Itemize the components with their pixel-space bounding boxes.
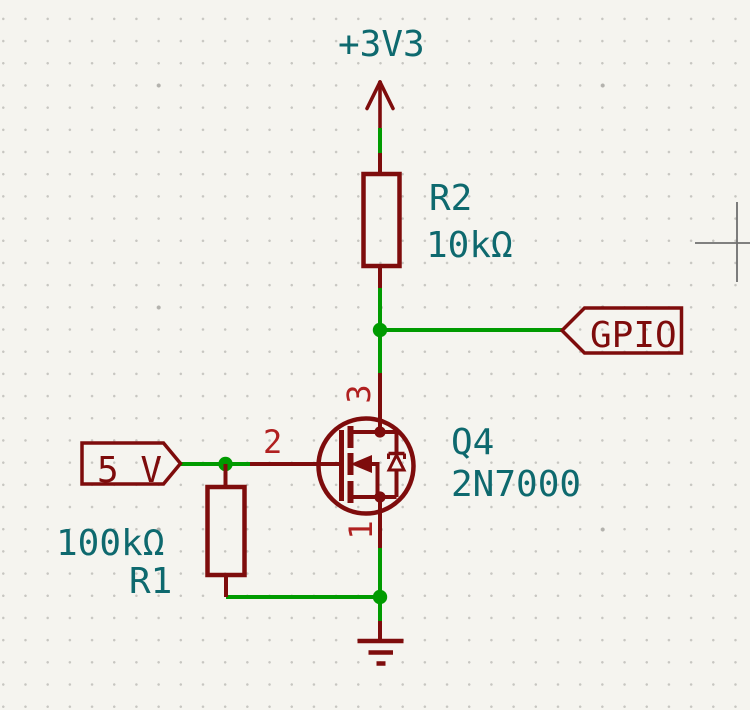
- hier-label-gpio-outline[interactable]: [559, 306, 684, 355]
- crosshair-cursor-icon: [695, 202, 750, 282]
- q4-pin-number-gate: 2: [263, 423, 283, 461]
- r2-reference-label[interactable]: R2: [429, 178, 473, 219]
- power-net-label[interactable]: +3V3: [338, 24, 425, 65]
- wire-segments[interactable]: [180, 128, 563, 621]
- transistor-q4-symbol[interactable]: [250, 373, 416, 548]
- q4-pin-number-drain: 3: [340, 384, 378, 404]
- q4-value-label[interactable]: 2N7000: [451, 464, 582, 505]
- q4-reference-label[interactable]: Q4: [451, 422, 495, 463]
- resistor-r1-symbol[interactable]: [205, 464, 247, 597]
- hier-label-5v-outline[interactable]: [80, 441, 183, 486]
- r1-value-label[interactable]: 100kΩ: [56, 523, 165, 564]
- gpio-hier-label-text[interactable]: GPIO: [590, 315, 677, 356]
- q4-pin-number-source: 1: [342, 520, 380, 540]
- ground-symbol[interactable]: [357, 621, 404, 666]
- r2-value-label[interactable]: 10kΩ: [426, 225, 513, 266]
- resistor-r2-symbol[interactable]: [361, 153, 402, 288]
- 5v-hier-label-text[interactable]: 5 V: [97, 450, 163, 491]
- r1-reference-label[interactable]: R1: [129, 561, 173, 602]
- power-symbol-3v3[interactable]: [365, 80, 395, 130]
